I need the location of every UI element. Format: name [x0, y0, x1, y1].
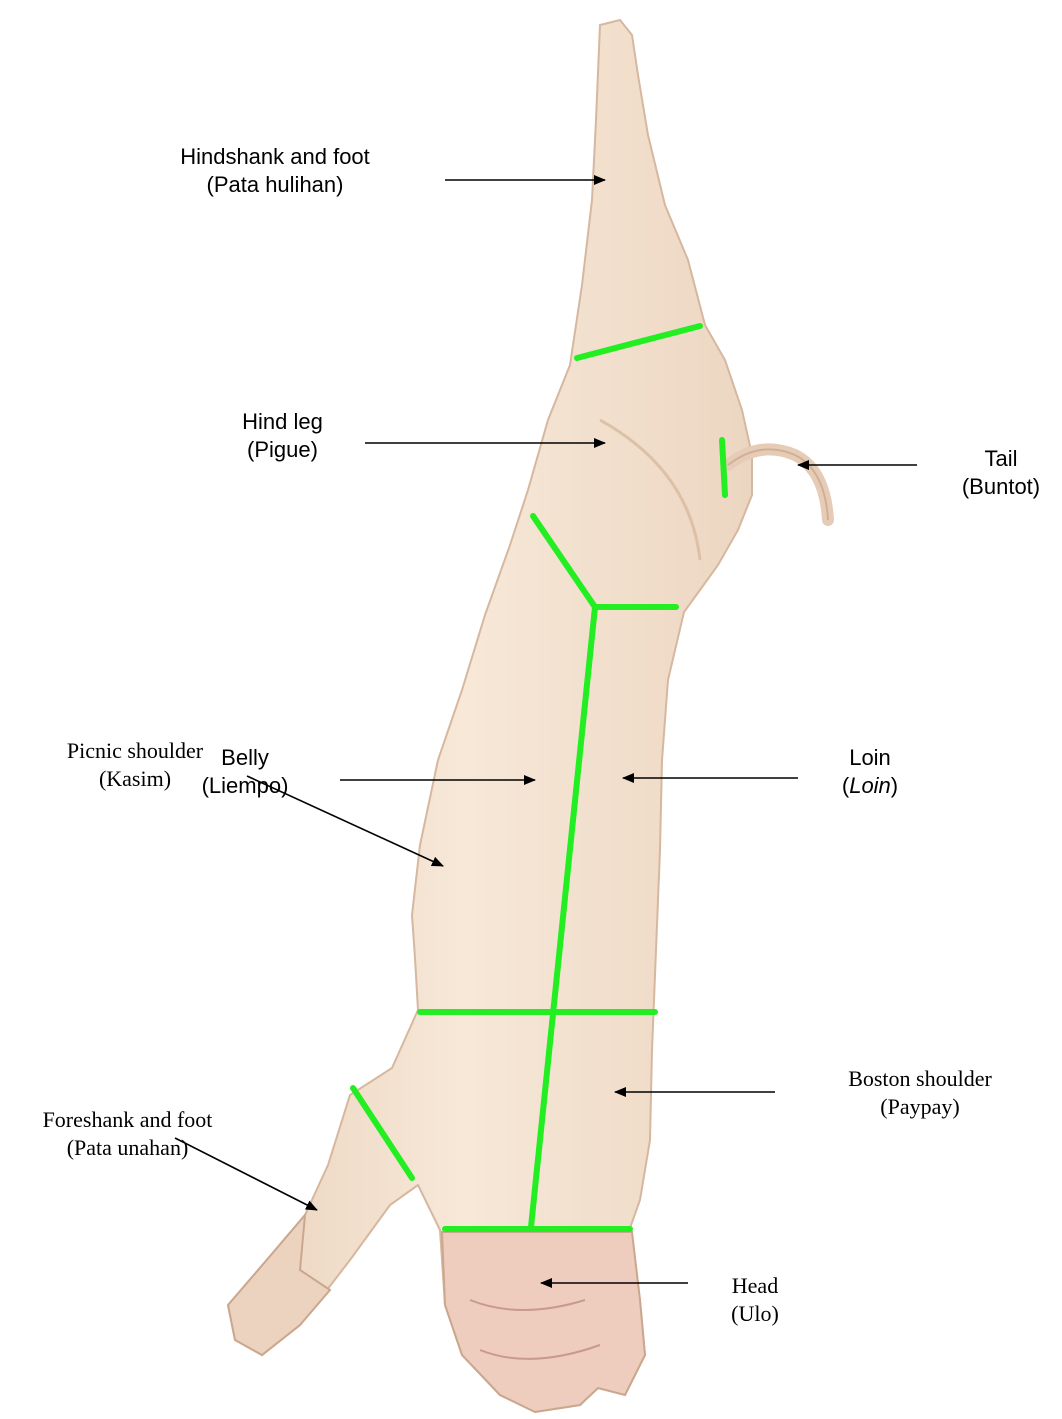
label-hindshank-local: (Pata hulihan) — [140, 171, 410, 199]
label-loin: Loin (Loin) — [815, 744, 925, 799]
label-boston: Boston shoulder (Paypay) — [810, 1065, 1030, 1120]
label-foreshank: Foreshank and foot (Pata unahan) — [5, 1106, 250, 1161]
label-head-local: (Ulo) — [705, 1300, 805, 1328]
carcass-body — [228, 20, 752, 1412]
label-hindleg-local: (Pigue) — [200, 436, 365, 464]
label-loin-local: (Loin) — [815, 772, 925, 800]
label-foreshank-local: (Pata unahan) — [5, 1134, 250, 1162]
label-tail-name: Tail — [940, 445, 1062, 473]
label-loin-local-italic: Loin — [849, 773, 891, 798]
label-loin-local-close: ) — [891, 773, 898, 798]
label-picnic: Picnic shoulder (Kasim) — [35, 737, 235, 792]
label-foreshank-name: Foreshank and foot — [5, 1106, 250, 1134]
head-detail — [442, 1232, 645, 1412]
label-picnic-local: (Kasim) — [35, 765, 235, 793]
label-tail-local: (Buntot) — [940, 473, 1062, 501]
label-loin-name: Loin — [815, 744, 925, 772]
label-hindleg: Hind leg (Pigue) — [200, 408, 365, 463]
label-picnic-name: Picnic shoulder — [35, 737, 235, 765]
label-boston-name: Boston shoulder — [810, 1065, 1030, 1093]
label-boston-local: (Paypay) — [810, 1093, 1030, 1121]
label-head: Head (Ulo) — [705, 1272, 805, 1327]
label-hindshank-name: Hindshank and foot — [140, 143, 410, 171]
cut-line-tail — [722, 440, 725, 495]
label-tail: Tail (Buntot) — [940, 445, 1062, 500]
label-head-name: Head — [705, 1272, 805, 1300]
label-hindshank: Hindshank and foot (Pata hulihan) — [140, 143, 410, 198]
label-hindleg-name: Hind leg — [200, 408, 365, 436]
